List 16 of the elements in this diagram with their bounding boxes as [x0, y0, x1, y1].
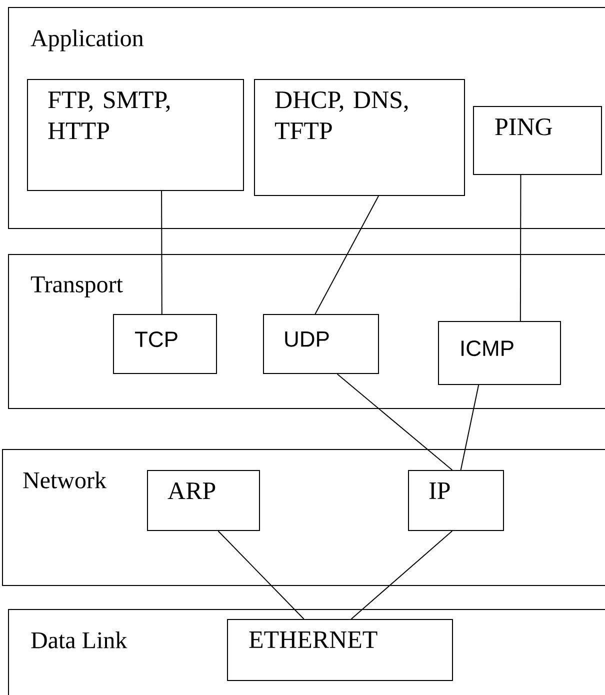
connector-line	[350, 530, 453, 620]
protocol-box: PING	[473, 106, 602, 175]
protocol-box: UDP	[263, 314, 379, 374]
connector-line	[314, 196, 379, 314]
protocol-box: DHCP, DNS, TFTP	[254, 79, 465, 196]
protocol-box: ARP	[147, 470, 260, 531]
connector-line	[218, 530, 304, 620]
protocol-box: ICMP	[438, 321, 561, 385]
protocol-box: ETHERNET	[227, 619, 453, 681]
connector-line	[336, 374, 453, 470]
protocol-box: FTP, SMTP, HTTP	[27, 79, 244, 191]
protocol-box: IP	[408, 470, 504, 531]
connector-line	[460, 384, 480, 470]
protocol-box: TCP	[113, 314, 217, 374]
connector-line	[161, 190, 162, 314]
connector-line	[520, 174, 522, 322]
